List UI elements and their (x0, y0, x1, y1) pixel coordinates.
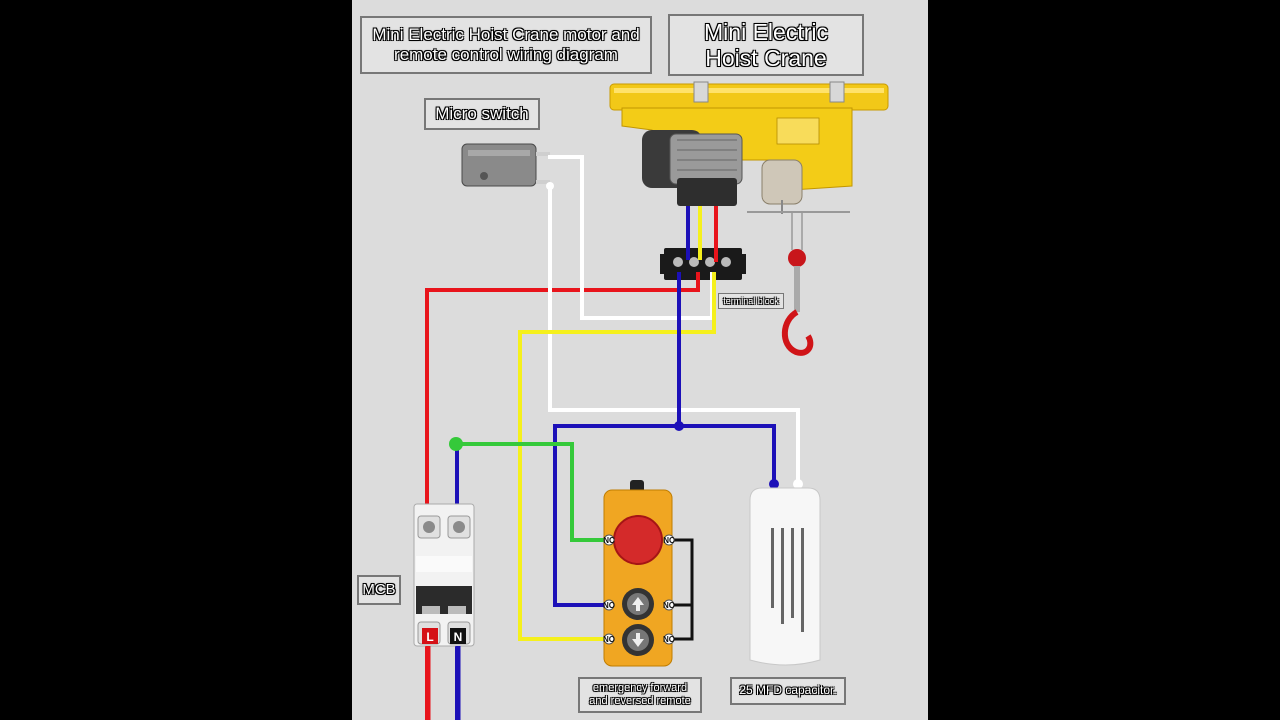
wire-green-remote (457, 442, 607, 542)
junction-dot-green (449, 437, 463, 451)
diagram-title: Mini Electric Hoist Crane motor and remo… (360, 16, 652, 74)
remote-label: emergency forward and reversed remote (578, 677, 702, 713)
wire-yellow-remote (518, 272, 716, 641)
mcb-image: L N (413, 503, 475, 720)
capacitor-image (749, 487, 821, 666)
wire-blue-capacitor (679, 424, 776, 482)
wire-black-jumper (672, 538, 694, 641)
wiring-diagram: L N NC NO NO NC NO NO (413, 81, 889, 720)
remote-pendant-image: NC NO NO NC NO NO (603, 480, 675, 667)
diagram-panel: L N NC NO NO NC NO NO (352, 0, 928, 720)
mcb-terminal-l: L (426, 630, 433, 644)
micro-switch-label: Micro switch (424, 98, 540, 130)
wire-blue-remote (553, 424, 679, 607)
micro-switch-image (461, 143, 550, 187)
mcb-label: MCB (357, 575, 401, 605)
remote-contact-right-2: NO (663, 601, 675, 610)
terminal-block-image (660, 248, 746, 280)
remote-contact-left-2: NO (603, 601, 615, 610)
wire-white-capacitor (548, 186, 800, 484)
remote-contact-right-1: NC (663, 536, 675, 545)
remote-contact-left-3: NO (603, 635, 615, 644)
capacitor-label: 25 MFD capacitor. (730, 677, 846, 705)
switch-terminal-dot (546, 182, 554, 190)
hoist-crane-image (609, 81, 889, 356)
hoist-title: Mini Electric Hoist Crane (668, 14, 864, 76)
mcb-terminal-n: N (454, 630, 463, 644)
remote-contact-left-1: NC (603, 536, 615, 545)
junction-dot-blue (674, 421, 684, 431)
remote-contact-right-3: NO (663, 635, 675, 644)
capacitor-terminal-white (793, 479, 803, 489)
capacitor-terminal-blue (769, 479, 779, 489)
terminal-block-label: terminal block (718, 293, 784, 309)
